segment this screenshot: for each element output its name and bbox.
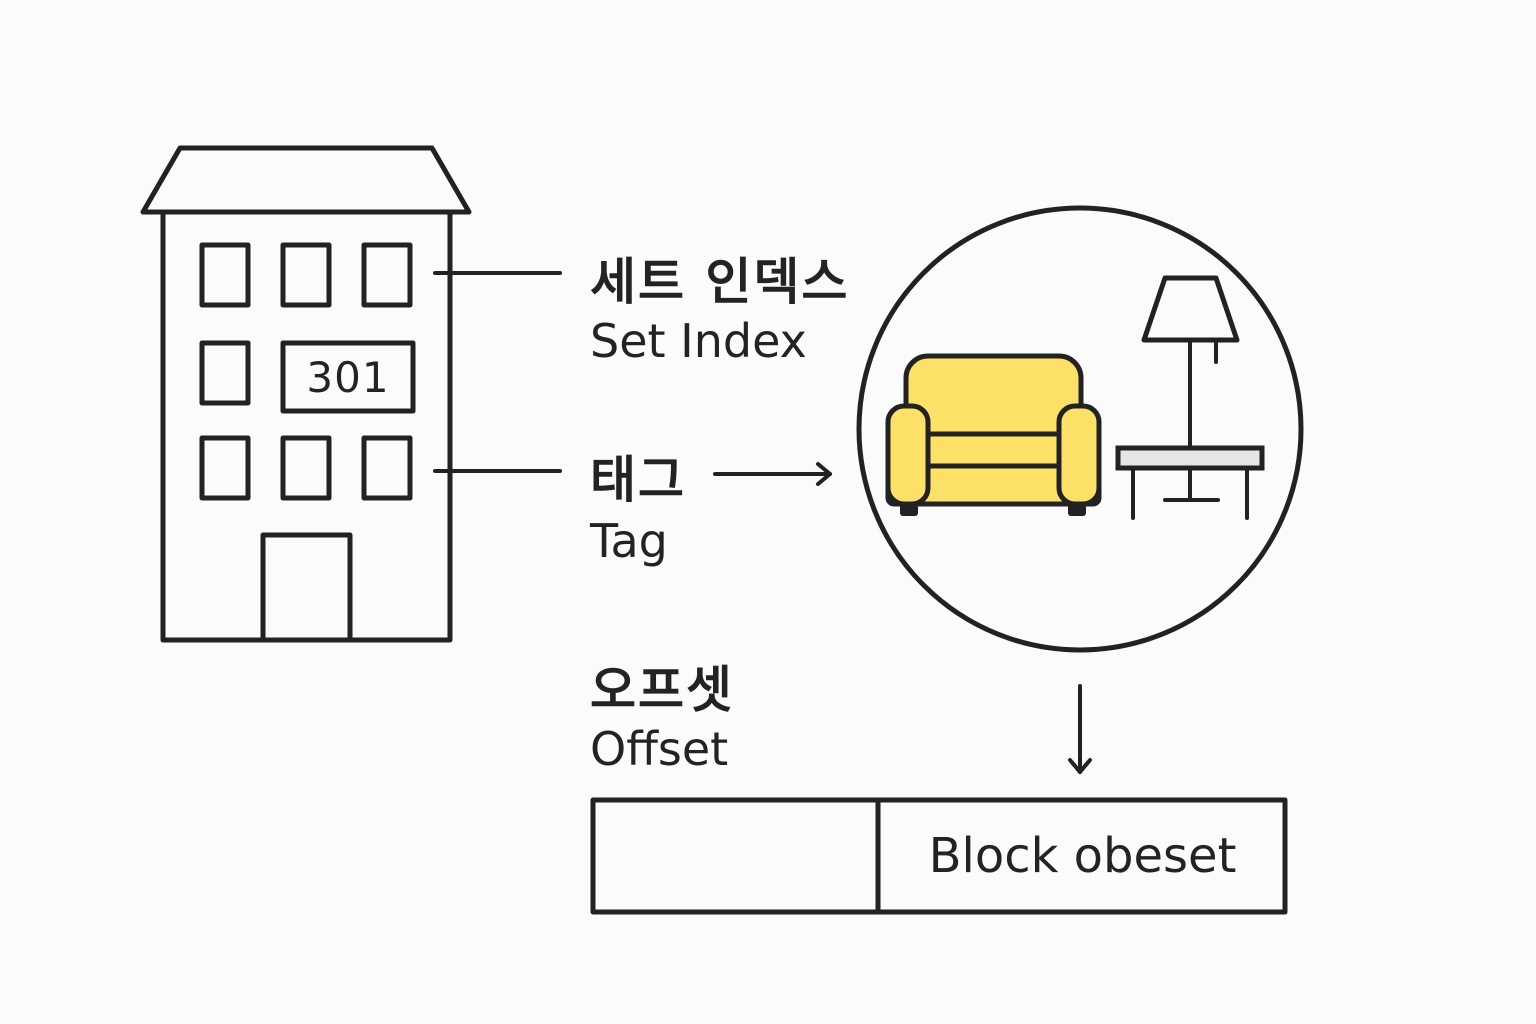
tag-arrow <box>713 462 832 486</box>
window <box>361 242 413 308</box>
armchair-icon <box>885 353 1102 516</box>
window <box>280 242 332 308</box>
side-table-icon <box>1115 445 1265 520</box>
window <box>199 242 251 308</box>
offset-label-ko: 오프셋 <box>590 661 734 719</box>
window <box>199 340 251 406</box>
block-bar <box>590 797 1288 915</box>
door <box>260 532 353 643</box>
set-index-label-en: Set Index <box>590 314 807 368</box>
window <box>199 435 251 501</box>
window <box>361 435 413 501</box>
offset-arrow <box>1068 684 1092 774</box>
block-right-cell: Block obeset <box>928 828 1237 884</box>
room-number: 301 <box>306 352 390 402</box>
offset-label-en: Offset <box>590 722 729 776</box>
building-icon <box>140 145 472 643</box>
set-index-label-ko: 세트 인덱스 <box>590 253 850 311</box>
window <box>280 435 332 501</box>
floor-lamp-icon <box>1141 275 1240 502</box>
tag-label-en: Tag <box>590 514 668 568</box>
room-301-plate <box>280 340 416 414</box>
tag-label-ko: 태그 <box>590 451 686 509</box>
room-circle <box>856 205 1304 653</box>
block-left-cell <box>593 800 878 912</box>
